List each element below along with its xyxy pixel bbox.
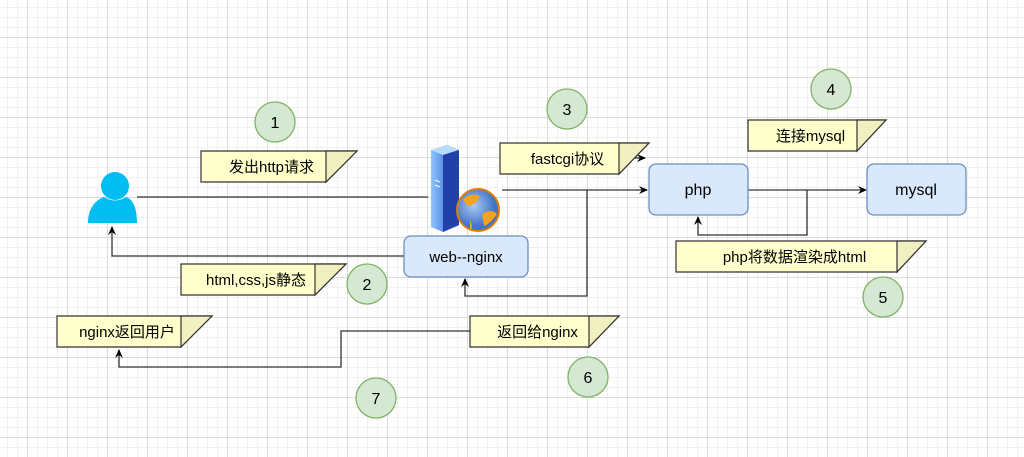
user-icon[interactable] <box>88 172 137 223</box>
step-badge-5: 5 <box>862 276 904 318</box>
step-badge-1: 1 <box>254 101 296 143</box>
note-3[interactable]: fastcgi协议 <box>499 142 651 176</box>
step-badge-3: 3 <box>546 88 588 130</box>
step-number: 7 <box>372 391 381 408</box>
step-number: 5 <box>879 290 888 307</box>
note-label: 连接mysql <box>776 128 845 145</box>
note-1[interactable]: 发出http请求 <box>200 150 359 184</box>
step-number: 1 <box>271 115 280 132</box>
edge-php-to-nginx <box>461 190 588 297</box>
node-php[interactable]: php <box>648 163 749 216</box>
step-number: 2 <box>363 277 372 294</box>
node-label: web--nginx <box>428 249 503 266</box>
note-label: html,css,js静态 <box>206 272 306 289</box>
step-badge-7: 7 <box>355 377 397 419</box>
step-badge-2: 2 <box>346 263 388 305</box>
note-label: php将数据渲染成html <box>723 249 866 266</box>
edge-return-to-user <box>115 330 470 368</box>
note-7[interactable]: nginx返回用户 <box>56 315 214 349</box>
edge-mysql-to-php <box>694 190 808 236</box>
node-mysql[interactable]: mysql <box>866 163 967 216</box>
note-4[interactable]: 连接mysql <box>747 119 888 153</box>
note-label: 返回给nginx <box>497 324 578 341</box>
note-2[interactable]: html,css,js静态 <box>180 263 348 297</box>
step-badge-4: 4 <box>810 68 852 110</box>
note-label: nginx返回用户 <box>79 324 175 341</box>
web-server-icon[interactable] <box>431 145 500 232</box>
step-number: 4 <box>827 82 836 99</box>
step-number: 3 <box>563 102 572 119</box>
node-label: mysql <box>895 182 937 199</box>
edge-nginx-to-user <box>108 226 404 257</box>
note-label: 发出http请求 <box>229 159 314 176</box>
step-number: 6 <box>584 370 593 387</box>
note-6[interactable]: 返回给nginx <box>469 315 621 349</box>
note-label: fastcgi协议 <box>531 151 604 168</box>
node-web-nginx[interactable]: web--nginx <box>403 235 529 278</box>
note-5[interactable]: php将数据渲染成html <box>675 240 928 274</box>
step-badge-6: 6 <box>567 356 609 398</box>
node-label: php <box>685 182 712 199</box>
